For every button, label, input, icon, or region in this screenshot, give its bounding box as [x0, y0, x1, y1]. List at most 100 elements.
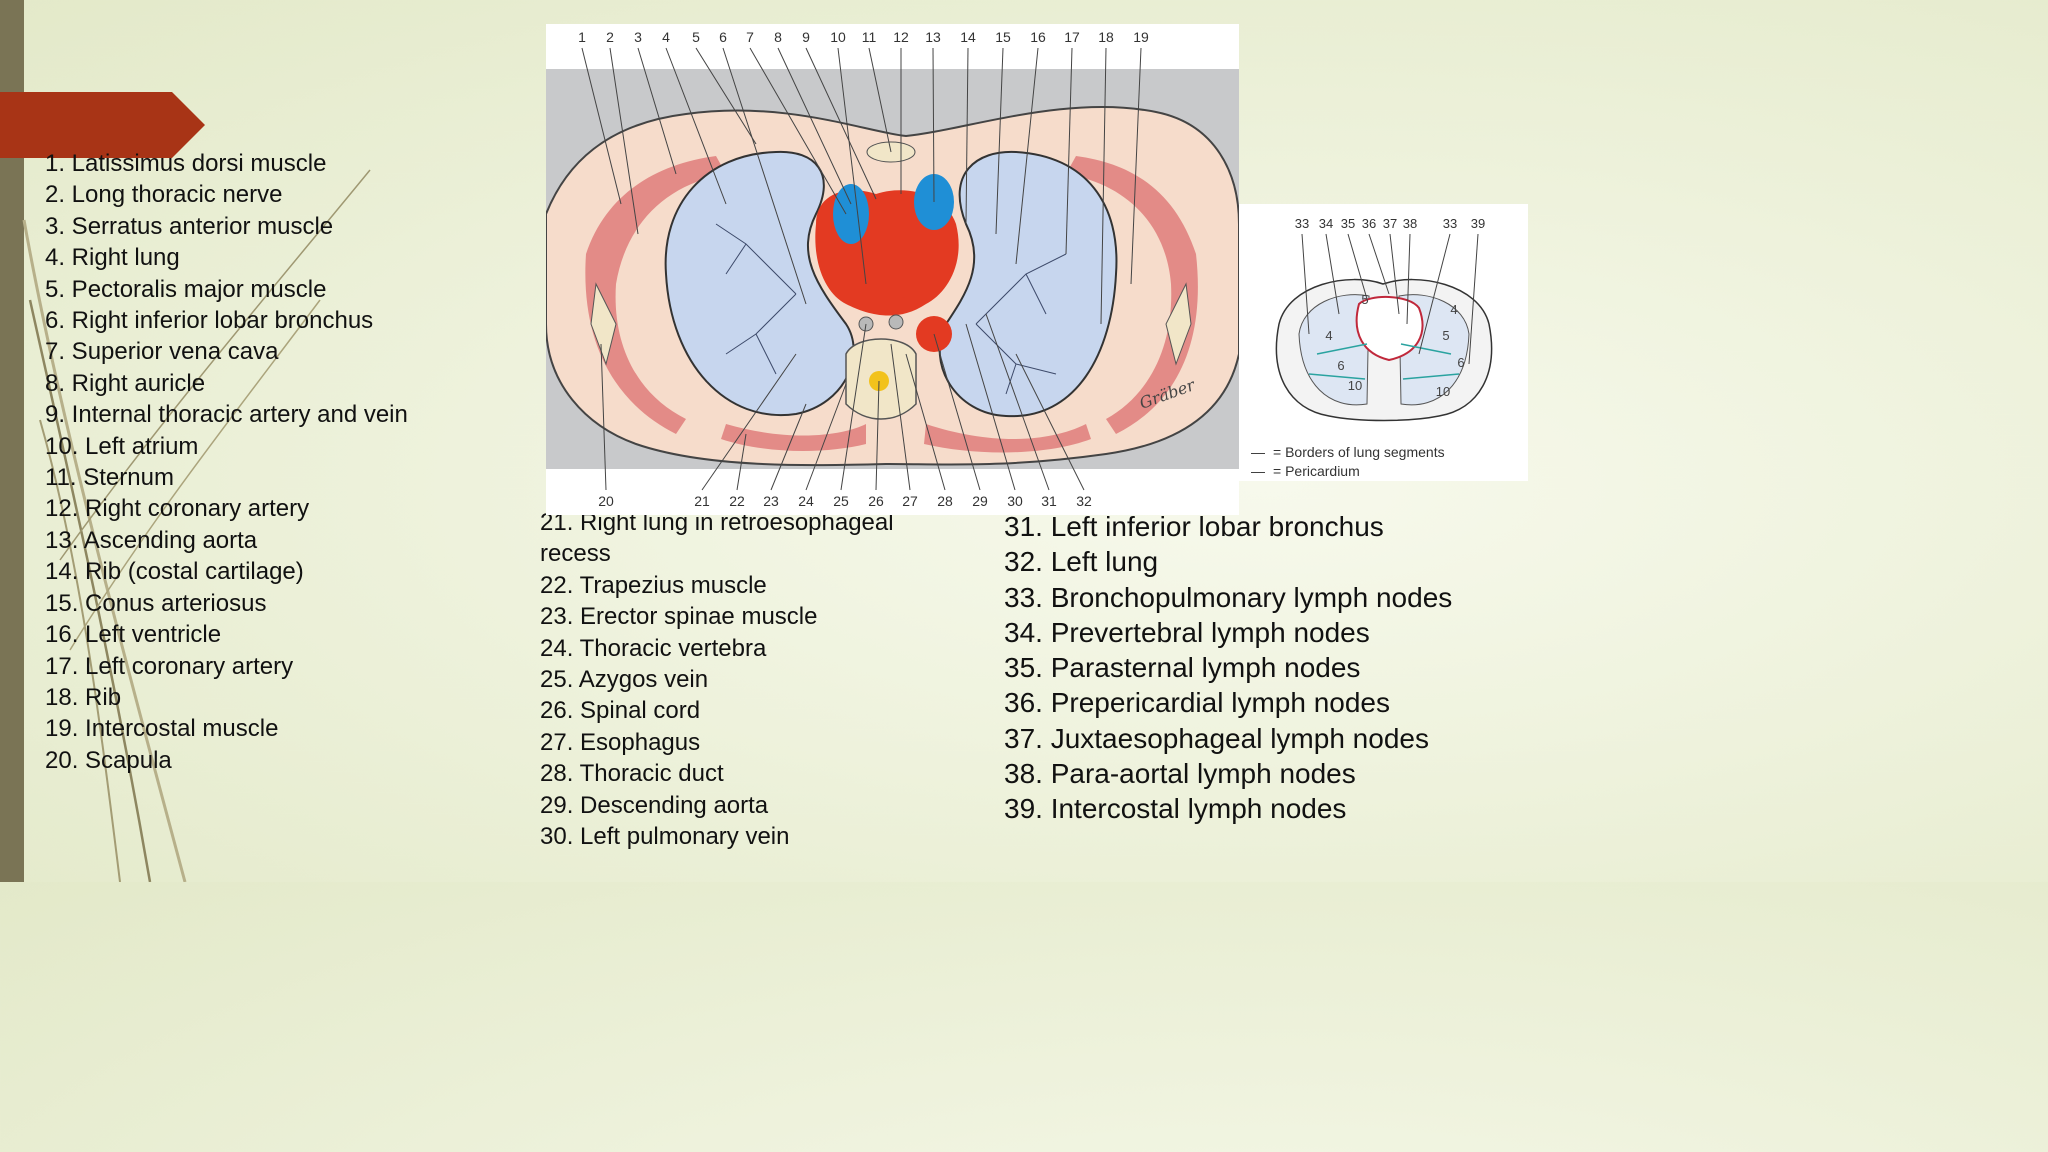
- top-label-number: 17: [1064, 29, 1080, 45]
- leader-line: [749, 47, 847, 215]
- inset-label-number: 39: [1471, 216, 1485, 231]
- lung-segment-number: 6: [1337, 358, 1344, 373]
- list-item: 30. Left pulmonary vein: [540, 823, 790, 851]
- list-item: 28. Thoracic duct: [540, 760, 724, 788]
- lung-segment-number: 5: [1361, 292, 1368, 307]
- list-item: 12. Right coronary artery: [45, 495, 310, 523]
- list-item: 10. Left atrium: [45, 432, 199, 460]
- inset-label-number: 37: [1383, 216, 1397, 231]
- list-item: 1. Latissimus dorsi muscle: [45, 150, 327, 177]
- list-item: 24. Thoracic vertebra: [540, 634, 767, 662]
- top-label-number: 10: [830, 29, 846, 45]
- list-item: 38. Para-aortal lymph nodes: [1004, 758, 1356, 790]
- list-item: 17. Left coronary artery: [45, 652, 294, 680]
- lung-segment-number: 5: [1442, 328, 1449, 343]
- top-label-number: 7: [746, 29, 754, 45]
- list-item: 13. Ascending aorta: [45, 526, 258, 554]
- structures-list-21-30: 21. Right lung in retroesophageal recess…: [540, 507, 960, 852]
- leader-line: [985, 313, 1050, 491]
- legend-label: = Pericardium: [1273, 463, 1360, 479]
- top-label-number: 6: [719, 29, 727, 45]
- leader-line: [609, 47, 639, 235]
- list-item: 34. Prevertebral lymph nodes: [1004, 616, 1370, 648]
- top-label-number: 8: [774, 29, 782, 45]
- leader-line: [837, 47, 867, 285]
- leader-line: [665, 47, 727, 205]
- top-label-number: 19: [1133, 29, 1149, 45]
- leader-line: [722, 47, 807, 305]
- top-label-number: 18: [1098, 29, 1114, 45]
- bottom-label-number: 21: [694, 493, 710, 509]
- list-item: 35. Parasternal lymph nodes: [1004, 652, 1361, 684]
- bottom-label-number: 20: [598, 493, 614, 509]
- list-item: 15. Conus arteriosus: [45, 589, 267, 617]
- leader-line: [777, 47, 852, 205]
- list-item: 25. Azygos vein: [540, 666, 709, 694]
- top-label-number: 12: [893, 29, 909, 45]
- lung-segment-number: 4: [1450, 302, 1457, 317]
- top-label-number: 9: [802, 29, 810, 45]
- lung-segment-number: 10: [1436, 384, 1450, 399]
- list-item: 32. Left lung: [1004, 546, 1159, 578]
- legend-label: = Borders of lung segments: [1273, 444, 1445, 460]
- list-item: 33. Bronchopulmonary lymph nodes: [1004, 581, 1453, 613]
- list-item: 11. Sternum: [45, 464, 174, 492]
- leader-line: [1389, 233, 1400, 315]
- list-item: 19. Intercostal muscle: [45, 715, 279, 743]
- bottom-label-number: 30: [1007, 493, 1023, 509]
- leader-line: [805, 47, 877, 200]
- leader-line: [695, 47, 757, 145]
- list-item: 6. Right inferior lobar bronchus: [45, 307, 374, 335]
- lung-segment-number: 4: [1325, 328, 1332, 343]
- leader-line: [1065, 47, 1073, 255]
- bottom-label-number: 28: [937, 493, 953, 509]
- bottom-label-number: 26: [868, 493, 884, 509]
- leader-line: [965, 47, 969, 225]
- lung-segment-number: 10: [1348, 378, 1362, 393]
- leader-line: [1015, 353, 1085, 491]
- bottom-label-number: 32: [1076, 493, 1092, 509]
- list-item: 5. Pectoralis major muscle: [45, 275, 327, 303]
- leader-line: [1325, 233, 1340, 315]
- top-label-number: 5: [692, 29, 700, 45]
- inset-label-number: 38: [1403, 216, 1417, 231]
- list-item: 23. Erector spinae muscle: [540, 603, 818, 631]
- list-item: 7. Superior vena cava: [45, 338, 279, 366]
- list-item: 37. Juxtaesophageal lymph nodes: [1004, 722, 1429, 754]
- list-item: 16. Left ventricle: [45, 621, 222, 649]
- lung-segment-number: 6: [1457, 355, 1464, 370]
- list-item: 39. Intercostal lymph nodes: [1004, 793, 1347, 825]
- leader-line: [581, 47, 622, 205]
- leader-line: [600, 343, 607, 491]
- legend-swatch: —: [1251, 463, 1265, 479]
- leader-line: [1100, 47, 1107, 325]
- leader-line: [1418, 233, 1451, 355]
- leader-line: [1301, 233, 1310, 335]
- leader-line: [805, 383, 847, 491]
- inset-label-number: 34: [1319, 216, 1333, 231]
- inset-label-number: 33: [1443, 216, 1457, 231]
- top-label-number: 1: [578, 29, 586, 45]
- leader-line: [1468, 233, 1479, 365]
- title-banner: [0, 92, 205, 158]
- leader-line: [770, 403, 807, 491]
- bottom-label-number: 23: [763, 493, 779, 509]
- leader-line: [932, 47, 935, 203]
- list-item: 36. Prepericardial lymph nodes: [1004, 687, 1390, 719]
- top-label-number: 2: [606, 29, 614, 45]
- decorative-stems: [22, 169, 371, 882]
- top-label-number: 16: [1030, 29, 1046, 45]
- legend-swatch: —: [1251, 444, 1265, 460]
- bottom-label-number: 27: [902, 493, 918, 509]
- top-label-number: 14: [960, 29, 976, 45]
- list-item: 26. Spinal cord: [540, 697, 701, 725]
- list-item: 20. Scapula: [45, 746, 172, 774]
- bottom-label-number: 25: [833, 493, 849, 509]
- leader-line: [701, 353, 797, 491]
- leader-line: [965, 323, 1016, 491]
